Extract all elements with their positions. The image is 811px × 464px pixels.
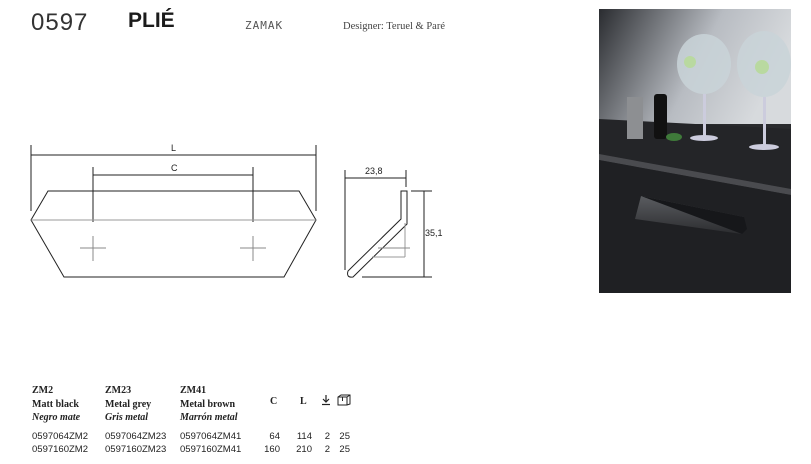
product-material: ZAMAK (245, 19, 284, 32)
screw-icon (322, 395, 330, 406)
product-name: PLIÉ (128, 9, 175, 32)
product-code: 0597 (31, 9, 89, 36)
value-c: 160 (264, 444, 280, 455)
depth-label: 23,8 (365, 166, 383, 176)
reference-code: 0597160ZM41 (180, 444, 242, 455)
column-c: C (270, 396, 278, 407)
finish-name-es: Gris metal (105, 412, 149, 423)
value-l: 210 (296, 444, 312, 455)
column-l: L (300, 396, 307, 407)
screw-hole-marks (80, 236, 410, 261)
reference-code: 0597064ZM23 (105, 431, 167, 442)
value-screws: 2 (324, 444, 330, 455)
reference-code: 0597160ZM2 (32, 444, 88, 455)
reference-code: 0597064ZM2 (32, 431, 88, 442)
length-label: L (171, 143, 176, 153)
finish-name-en: Metal brown (180, 399, 236, 410)
finish-name-en: Matt black (32, 399, 79, 410)
value-box: 25 (339, 431, 350, 442)
finish-name-es: Negro mate (32, 412, 81, 423)
designer-credit: Designer: Teruel & Paré (343, 21, 445, 32)
technical-drawing: L C 23,8 35,1 (30, 143, 443, 278)
height-label: 35,1 (425, 228, 443, 238)
center-label: C (171, 163, 178, 173)
finish-name-en: Metal grey (105, 399, 152, 410)
reference-code: 0597064ZM41 (180, 431, 242, 442)
reference-code: 0597160ZM23 (105, 444, 167, 455)
finish-code: ZM41 (180, 385, 207, 396)
value-screws: 2 (324, 431, 330, 442)
finish-code: ZM2 (32, 385, 54, 396)
value-l: 114 (296, 431, 312, 442)
value-box: 25 (339, 444, 350, 455)
finish-name-es: Marrón metal (180, 412, 238, 423)
finish-code: ZM23 (105, 385, 132, 396)
product-photo (599, 9, 791, 293)
box-icon (337, 394, 351, 406)
value-c: 64 (269, 431, 280, 442)
